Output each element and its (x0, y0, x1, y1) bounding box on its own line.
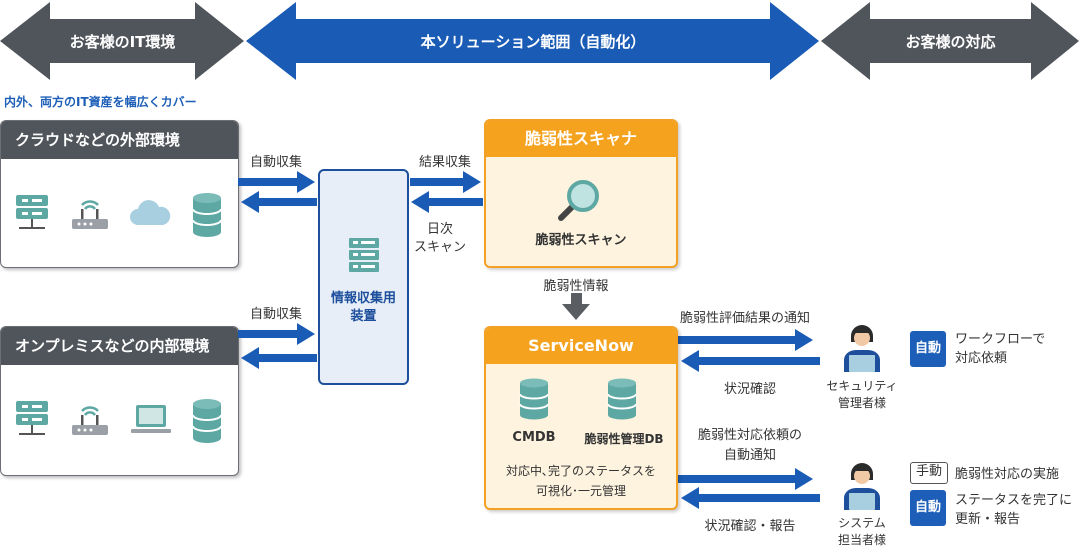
workflow-line2: 対応依頼 (955, 351, 1008, 366)
auto-status-line1: ステータスを完了に (955, 493, 1073, 508)
collector-label-line2: 装置 (350, 309, 377, 324)
vuln-db-icon (607, 378, 637, 420)
vuln-info-label: 脆弱性情報 (543, 279, 609, 294)
collector-label-line1: 情報収集用 (330, 291, 396, 306)
router-icon (72, 200, 108, 229)
vuln-scanner-box: 脆弱性スキャナ 脆弱性スキャン (484, 119, 678, 268)
vuln-scanner-title: 脆弱性スキャナ (486, 121, 676, 157)
customer-response-label: お客様の対応 (905, 33, 996, 51)
result-collect-label: 結果収集 (419, 155, 472, 170)
router-icon (72, 406, 108, 435)
status-report-arrow (681, 487, 820, 509)
workflow-line1: ワークフローで (955, 332, 1046, 347)
customer-it-label: お客様のIT環境 (69, 33, 176, 51)
daily-label-line1: 日次 (426, 222, 453, 237)
status-check-arrow (681, 350, 820, 372)
servicenow-desc-line2: 可視化･一元管理 (535, 484, 626, 498)
customer-response-arrow (821, 2, 1079, 80)
server-icon (16, 195, 48, 229)
system-staff-icon (844, 463, 880, 510)
solution-scope-arrow (246, 2, 819, 80)
solution-scope-label: 本ソリューション範囲（自動化） (420, 33, 646, 51)
vuln-db-label: 脆弱性管理DB (584, 432, 664, 446)
onprem-environment-title: オンプレミスなどの内部環境 (1, 327, 238, 365)
daily-scan-arrow (411, 191, 483, 213)
auto-collect-top-label: 自動収集 (250, 155, 303, 170)
laptop-icon (131, 405, 171, 433)
auto-status-line2: 更新・報告 (955, 512, 1021, 527)
database-icon (192, 399, 222, 443)
auto-badge-workflow: 自動 (910, 331, 946, 367)
customer-it-arrow (0, 2, 244, 80)
system-staff-line1: システム (838, 516, 886, 530)
response-request-line2: 自動通知 (723, 448, 776, 463)
servicenow-title: ServiceNow (486, 328, 676, 364)
magnifier-icon (558, 180, 599, 221)
servicenow-box: ServiceNow CMDB 脆弱性管理DB 対応中､完了のステータスを 可視… (484, 326, 678, 510)
cloud-icon (130, 200, 171, 225)
manual-badge: 手動 (910, 462, 949, 484)
eval-notice-arrow (678, 329, 813, 351)
status-check-label: 状況確認 (723, 382, 776, 397)
response-request-line1: 脆弱性対応依頼の (697, 428, 802, 443)
cmdb-database-icon (519, 378, 549, 420)
auto-collect-bottom-arrow (238, 323, 315, 345)
system-staff-line2: 担当者様 (837, 533, 886, 547)
cloud-environment-title: クラウドなどの外部環境 (1, 121, 238, 159)
daily-label-line2: スキャン (413, 240, 466, 255)
security-admin-line1: セキュリティ (826, 379, 898, 393)
result-collect-arrow (410, 171, 481, 193)
cloud-return-arrow (241, 191, 317, 213)
server-icon (16, 401, 48, 435)
onprem-environment-panel: オンプレミスなどの内部環境 (0, 326, 239, 476)
database-icon (192, 193, 222, 237)
servicenow-desc-line1: 対応中､完了のステータスを (505, 464, 656, 478)
top-arrows (0, 2, 1079, 80)
security-admin-line2: 管理者様 (837, 396, 886, 410)
vuln-scan-label: 脆弱性スキャン (535, 233, 627, 248)
auto-collect-bottom-label: 自動収集 (250, 307, 303, 322)
cloud-environment-panel: クラウドなどの外部環境 (0, 120, 239, 268)
eval-notice-label: 脆弱性評価結果の通知 (679, 311, 810, 326)
auto-collect-top-arrow (238, 171, 315, 193)
subtitle: 内外、両方のIT資産を幅広くカバー (4, 95, 197, 109)
onprem-return-arrow (241, 347, 317, 369)
status-report-label: 状況確認・報告 (704, 519, 796, 534)
collector-device: 情報収集用 装置 (318, 169, 409, 385)
security-admin-icon (844, 325, 880, 372)
response-request-arrow (678, 468, 813, 490)
auto-badge-status: 自動 (910, 490, 946, 526)
server-rack-icon (349, 238, 379, 272)
cmdb-label: CMDB (512, 430, 556, 445)
manual-action-text: 脆弱性対応の実施 (955, 467, 1060, 482)
vuln-info-arrow (562, 293, 590, 320)
